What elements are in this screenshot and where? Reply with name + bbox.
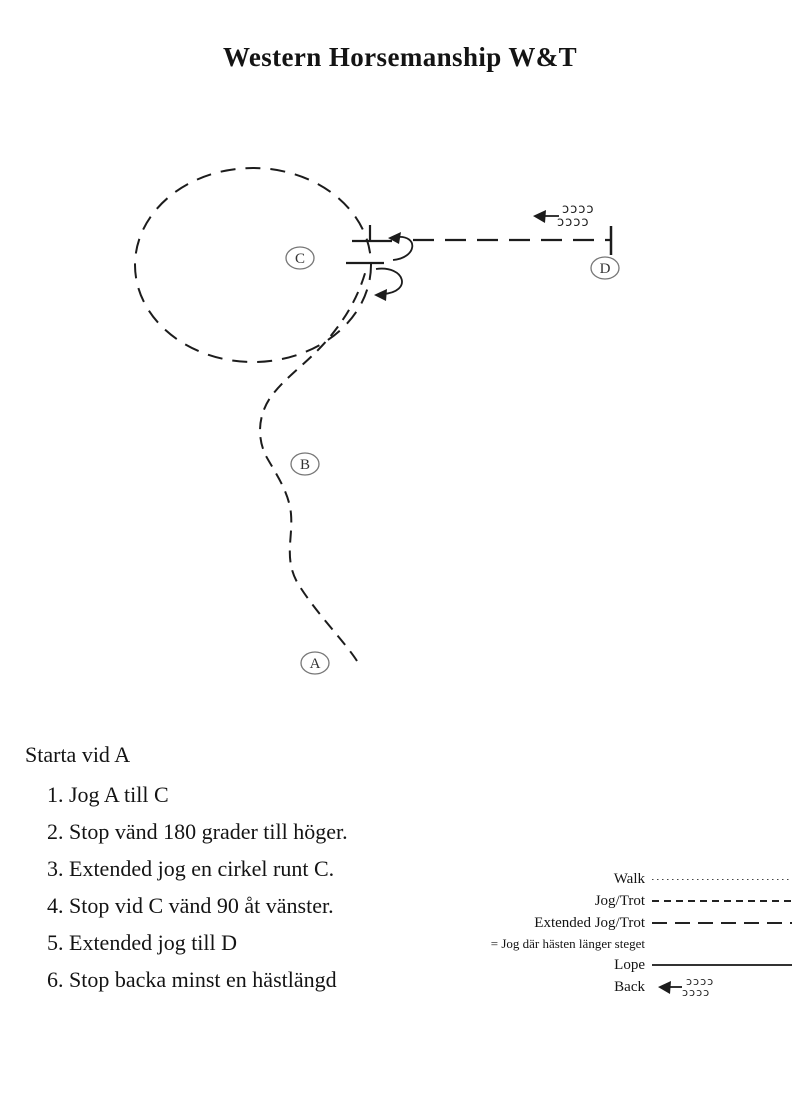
extended-jog-line-sample xyxy=(652,921,792,925)
turn-90-arrow xyxy=(375,267,403,295)
back-track-row: ɔɔɔɔ xyxy=(562,202,595,217)
gait-legend: Walk Jog/Trot Extended Jog/Trot = Jog dä… xyxy=(438,868,792,999)
marker-c-label: C xyxy=(295,251,305,267)
course-diagram: ɔɔɔɔ ɔɔɔɔ C D B A xyxy=(134,167,620,675)
turn-180-arrow xyxy=(392,236,414,261)
legend-row-back: Back ɔɔɔɔ ɔɔɔɔ xyxy=(438,975,792,999)
instruction-step: 5. Extended jog till D xyxy=(47,930,238,955)
back-symbol-sample: ɔɔɔɔ ɔɔɔɔ xyxy=(658,975,714,999)
lope-line-sample xyxy=(652,964,792,966)
back-arrowhead xyxy=(533,210,546,223)
back-track-row: ɔɔɔɔ xyxy=(557,215,590,230)
course-markers: C D B A xyxy=(285,246,620,675)
arrowheads xyxy=(374,210,546,301)
back-track-symbol: ɔɔɔɔ ɔɔɔɔ xyxy=(557,202,595,230)
legend-label-walk: Walk xyxy=(613,870,645,887)
course-paths xyxy=(134,167,613,662)
marker-c: C xyxy=(285,246,315,270)
marker-d-label: D xyxy=(600,261,611,277)
walk-line-sample xyxy=(652,878,792,880)
legend-extended-note: = Jog där hästen länger steget xyxy=(490,936,645,951)
back-track-row: ɔɔɔɔ xyxy=(682,986,710,999)
back-sample-arrowhead xyxy=(658,981,671,994)
instruction-step: 4. Stop vid C vänd 90 åt vänster. xyxy=(47,893,334,918)
legend-row-lope: Lope xyxy=(438,954,792,976)
marker-b-label: B xyxy=(300,457,310,473)
back-sample-tracks: ɔɔɔɔ ɔɔɔɔ xyxy=(682,975,714,999)
legend-row-walk: Walk xyxy=(438,868,792,890)
marker-b: B xyxy=(290,452,320,476)
instruction-step: 2. Stop vänd 180 grader till höger. xyxy=(47,819,348,844)
legend-label-extended-jog: Extended Jog/Trot xyxy=(534,914,645,931)
start-instruction: Starta vid A xyxy=(25,742,131,767)
jog-line-sample xyxy=(652,900,792,902)
turn-180-arrowhead xyxy=(388,232,401,244)
legend-row-extended-jog: Extended Jog/Trot xyxy=(438,912,792,934)
legend-label-jog: Jog/Trot xyxy=(594,892,645,909)
turn-90-arrowhead xyxy=(374,289,387,301)
instruction-list: 1. Jog A till C 2. Stop vänd 180 grader … xyxy=(25,782,348,992)
legend-label-lope: Lope xyxy=(614,956,645,973)
instruction-step: 6. Stop backa minst en hästlängd xyxy=(47,967,337,992)
pattern-instructions: Starta vid A 1. Jog A till C 2. Stop vän… xyxy=(25,742,348,1004)
legend-row-jog: Jog/Trot xyxy=(438,890,792,912)
legend-row-extended-note: = Jog där hästen länger steget xyxy=(438,934,792,954)
back-track-row: ɔɔɔɔ xyxy=(686,975,714,988)
instruction-step: 1. Jog A till C xyxy=(47,782,169,807)
page-title: Western Horsemanship W&T xyxy=(222,42,578,72)
jog-path-a-to-c xyxy=(259,265,368,662)
marker-a-label: A xyxy=(310,656,321,672)
marker-d: D xyxy=(590,256,620,280)
extended-jog-circle-path xyxy=(134,167,372,363)
instruction-step: 3. Extended jog en cirkel runt C. xyxy=(47,856,335,881)
marker-a: A xyxy=(300,651,330,675)
legend-label-back: Back xyxy=(614,978,645,995)
